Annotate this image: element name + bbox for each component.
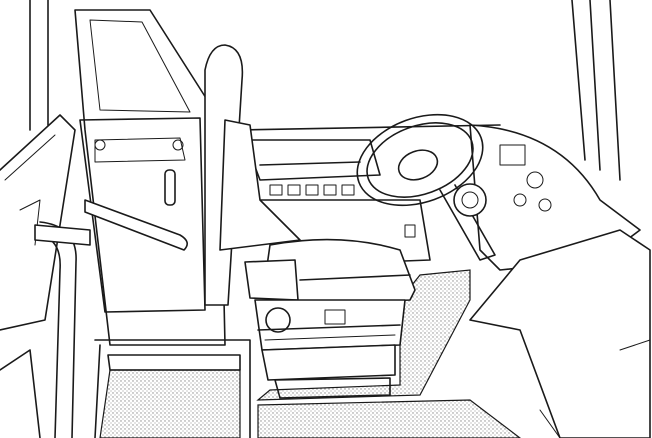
step-partition [94,339,251,438]
driver-seat [219,119,416,399]
dashboard [244,139,431,266]
left-side-panel [0,114,77,438]
instrument-console [469,124,651,438]
grab-rail [34,44,244,306]
entry-door [74,9,226,346]
steering-wheel [356,113,496,261]
floor [99,269,521,438]
dashboard-switches [269,184,355,196]
